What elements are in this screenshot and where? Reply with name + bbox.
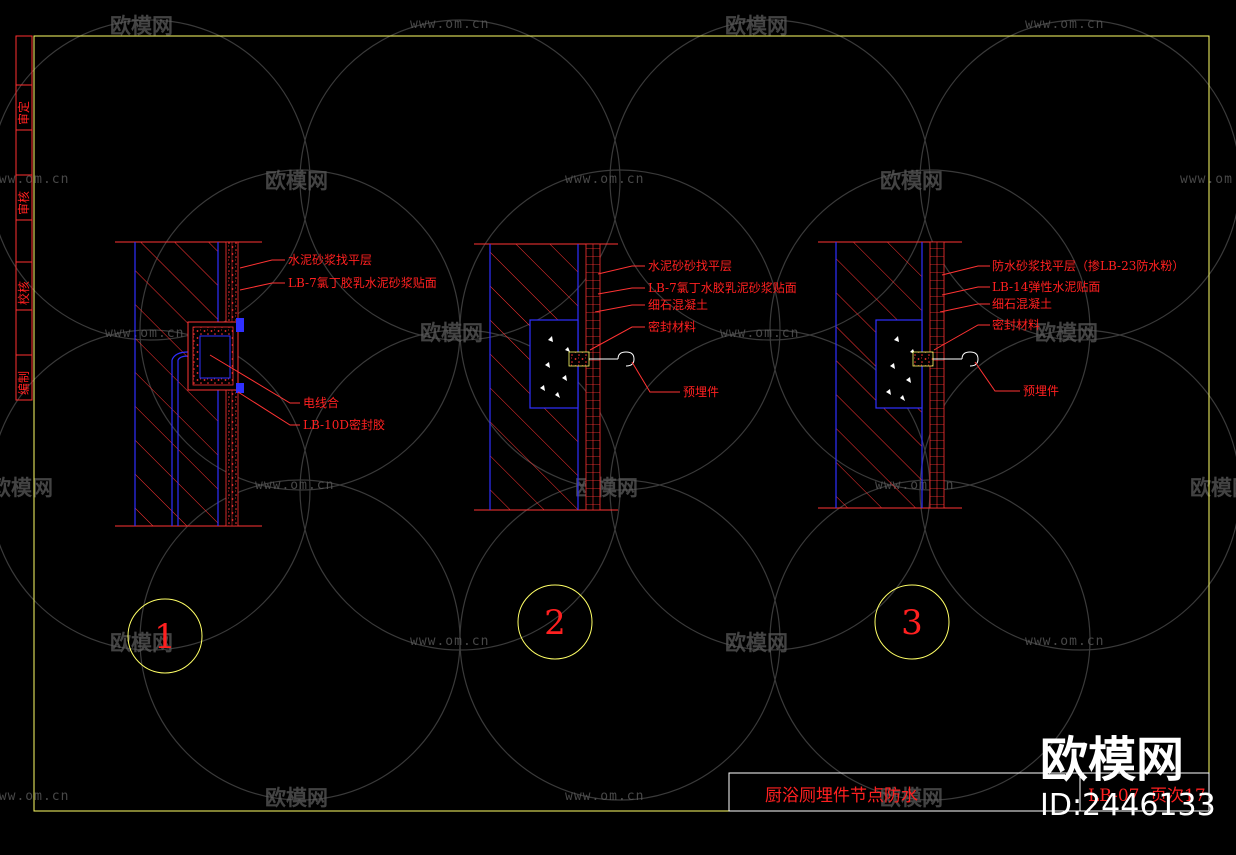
watermark-url: www.om.cn bbox=[1025, 634, 1104, 649]
callout-d1-2: 电线合 bbox=[303, 395, 339, 410]
callout-d2-1: LB-7氯丁水胶乳泥砂浆贴面 bbox=[648, 280, 797, 295]
side-label-drafted: 编制 bbox=[16, 371, 31, 395]
watermark-brand: 欧模网 bbox=[110, 14, 173, 38]
watermark-url: www.om.cn bbox=[0, 172, 69, 187]
watermark-brand: 欧模网 bbox=[265, 169, 328, 193]
detail-3: 防水砂浆找平层（掺LB-23防水粉） LB-14弹性水泥贴面 细石混凝土 密封材… bbox=[818, 241, 1184, 660]
watermark-brand: 欧模网 bbox=[880, 169, 943, 193]
detail-1: 水泥砂浆找平层 LB-7氯丁胶乳水泥砂浆贴面 电线合 LB-10D密封胶 1 bbox=[115, 241, 437, 674]
callout-d3-3: 密封材料 bbox=[992, 317, 1040, 332]
watermark-url: www.om.cn bbox=[1025, 17, 1104, 32]
watermark-brand: 欧模网 bbox=[420, 321, 483, 345]
watermark-brand: 欧模网 bbox=[0, 476, 53, 500]
watermark-url: www.om.cn bbox=[720, 326, 799, 341]
side-label-check: 校核 bbox=[16, 281, 31, 305]
detail-number-circle bbox=[127, 598, 203, 674]
callout-d2-0: 水泥砂砂找平层 bbox=[648, 259, 732, 273]
watermark-url: www.om.cn bbox=[565, 172, 644, 187]
callout-d3-2: 细石混凝土 bbox=[992, 296, 1052, 311]
detail-number-2: 2 bbox=[544, 603, 566, 643]
drawing-code: LB-07 bbox=[1088, 786, 1139, 806]
watermark-brand: 欧模网 bbox=[110, 631, 173, 655]
callout-d3-0: 防水砂浆找平层（掺LB-23防水粉） bbox=[992, 258, 1184, 273]
watermark-brand: 欧模网 bbox=[1190, 476, 1236, 500]
drawing-page: 页次17 bbox=[1150, 786, 1206, 806]
watermark-url: www.om.cn bbox=[1180, 172, 1236, 187]
detail-2: 水泥砂砂找平层 LB-7氯丁水胶乳泥砂浆贴面 细石混凝土 密封材料 预埋件 2 bbox=[474, 243, 797, 660]
watermark-brand: 欧模网 bbox=[880, 786, 943, 810]
callout-d3-1: LB-14弹性水泥贴面 bbox=[992, 280, 1100, 294]
callout-d1-1: LB-7氯丁胶乳水泥砂浆贴面 bbox=[288, 275, 437, 290]
watermark-brand: 欧模网 bbox=[725, 14, 788, 38]
watermark-brand: 欧模网 bbox=[265, 786, 328, 810]
detail-number-3: 3 bbox=[901, 603, 923, 643]
callout-d1-0: 水泥砂浆找平层 bbox=[288, 252, 372, 267]
title-block: 厨浴厕埋件节点防水 LB-07 页次17 bbox=[728, 772, 1210, 812]
watermark-url: www.om.cn bbox=[410, 634, 489, 649]
callout-d1-3: LB-10D密封胶 bbox=[303, 417, 385, 432]
detail-number-circle bbox=[874, 584, 950, 660]
watermark-url: www.om.cn bbox=[255, 478, 334, 493]
drawing-frame bbox=[33, 35, 1210, 812]
approval-strip: 审定 审核 校核 编制 bbox=[15, 35, 33, 401]
brand-logo-text: 欧模网 bbox=[1040, 732, 1184, 788]
watermark-brand: 欧模网 bbox=[725, 631, 788, 655]
callout-d3-4: 预埋件 bbox=[1023, 384, 1059, 398]
callout-d2-4: 预埋件 bbox=[683, 385, 719, 399]
detail-number-1: 1 bbox=[154, 617, 176, 657]
drawing-title: 厨浴厕埋件节点防水 bbox=[765, 786, 918, 806]
watermark-logos: 欧模网 欧模网 欧模网 欧模网 欧模网 欧模网 欧模网 欧模网 欧模网 欧模网 … bbox=[0, 14, 1236, 810]
watermark-brand: 欧模网 bbox=[1035, 321, 1098, 345]
side-label-approved: 审定 bbox=[16, 101, 31, 125]
callout-d2-3: 密封材料 bbox=[648, 319, 696, 334]
watermark-url: www.om.cn bbox=[410, 17, 489, 32]
detail-number-circle bbox=[517, 584, 593, 660]
watermark-brand: 欧模网 bbox=[575, 476, 638, 500]
side-label-review: 审核 bbox=[16, 191, 31, 215]
watermark-url: www.om.cn bbox=[565, 789, 644, 804]
watermark-url: www.om.cn bbox=[0, 789, 69, 804]
brand-watermark: 欧模网 ID:2446133 bbox=[1040, 732, 1216, 823]
brand-id-text: ID:2446133 bbox=[1040, 788, 1216, 823]
callout-d2-2: 细石混凝土 bbox=[648, 297, 708, 312]
